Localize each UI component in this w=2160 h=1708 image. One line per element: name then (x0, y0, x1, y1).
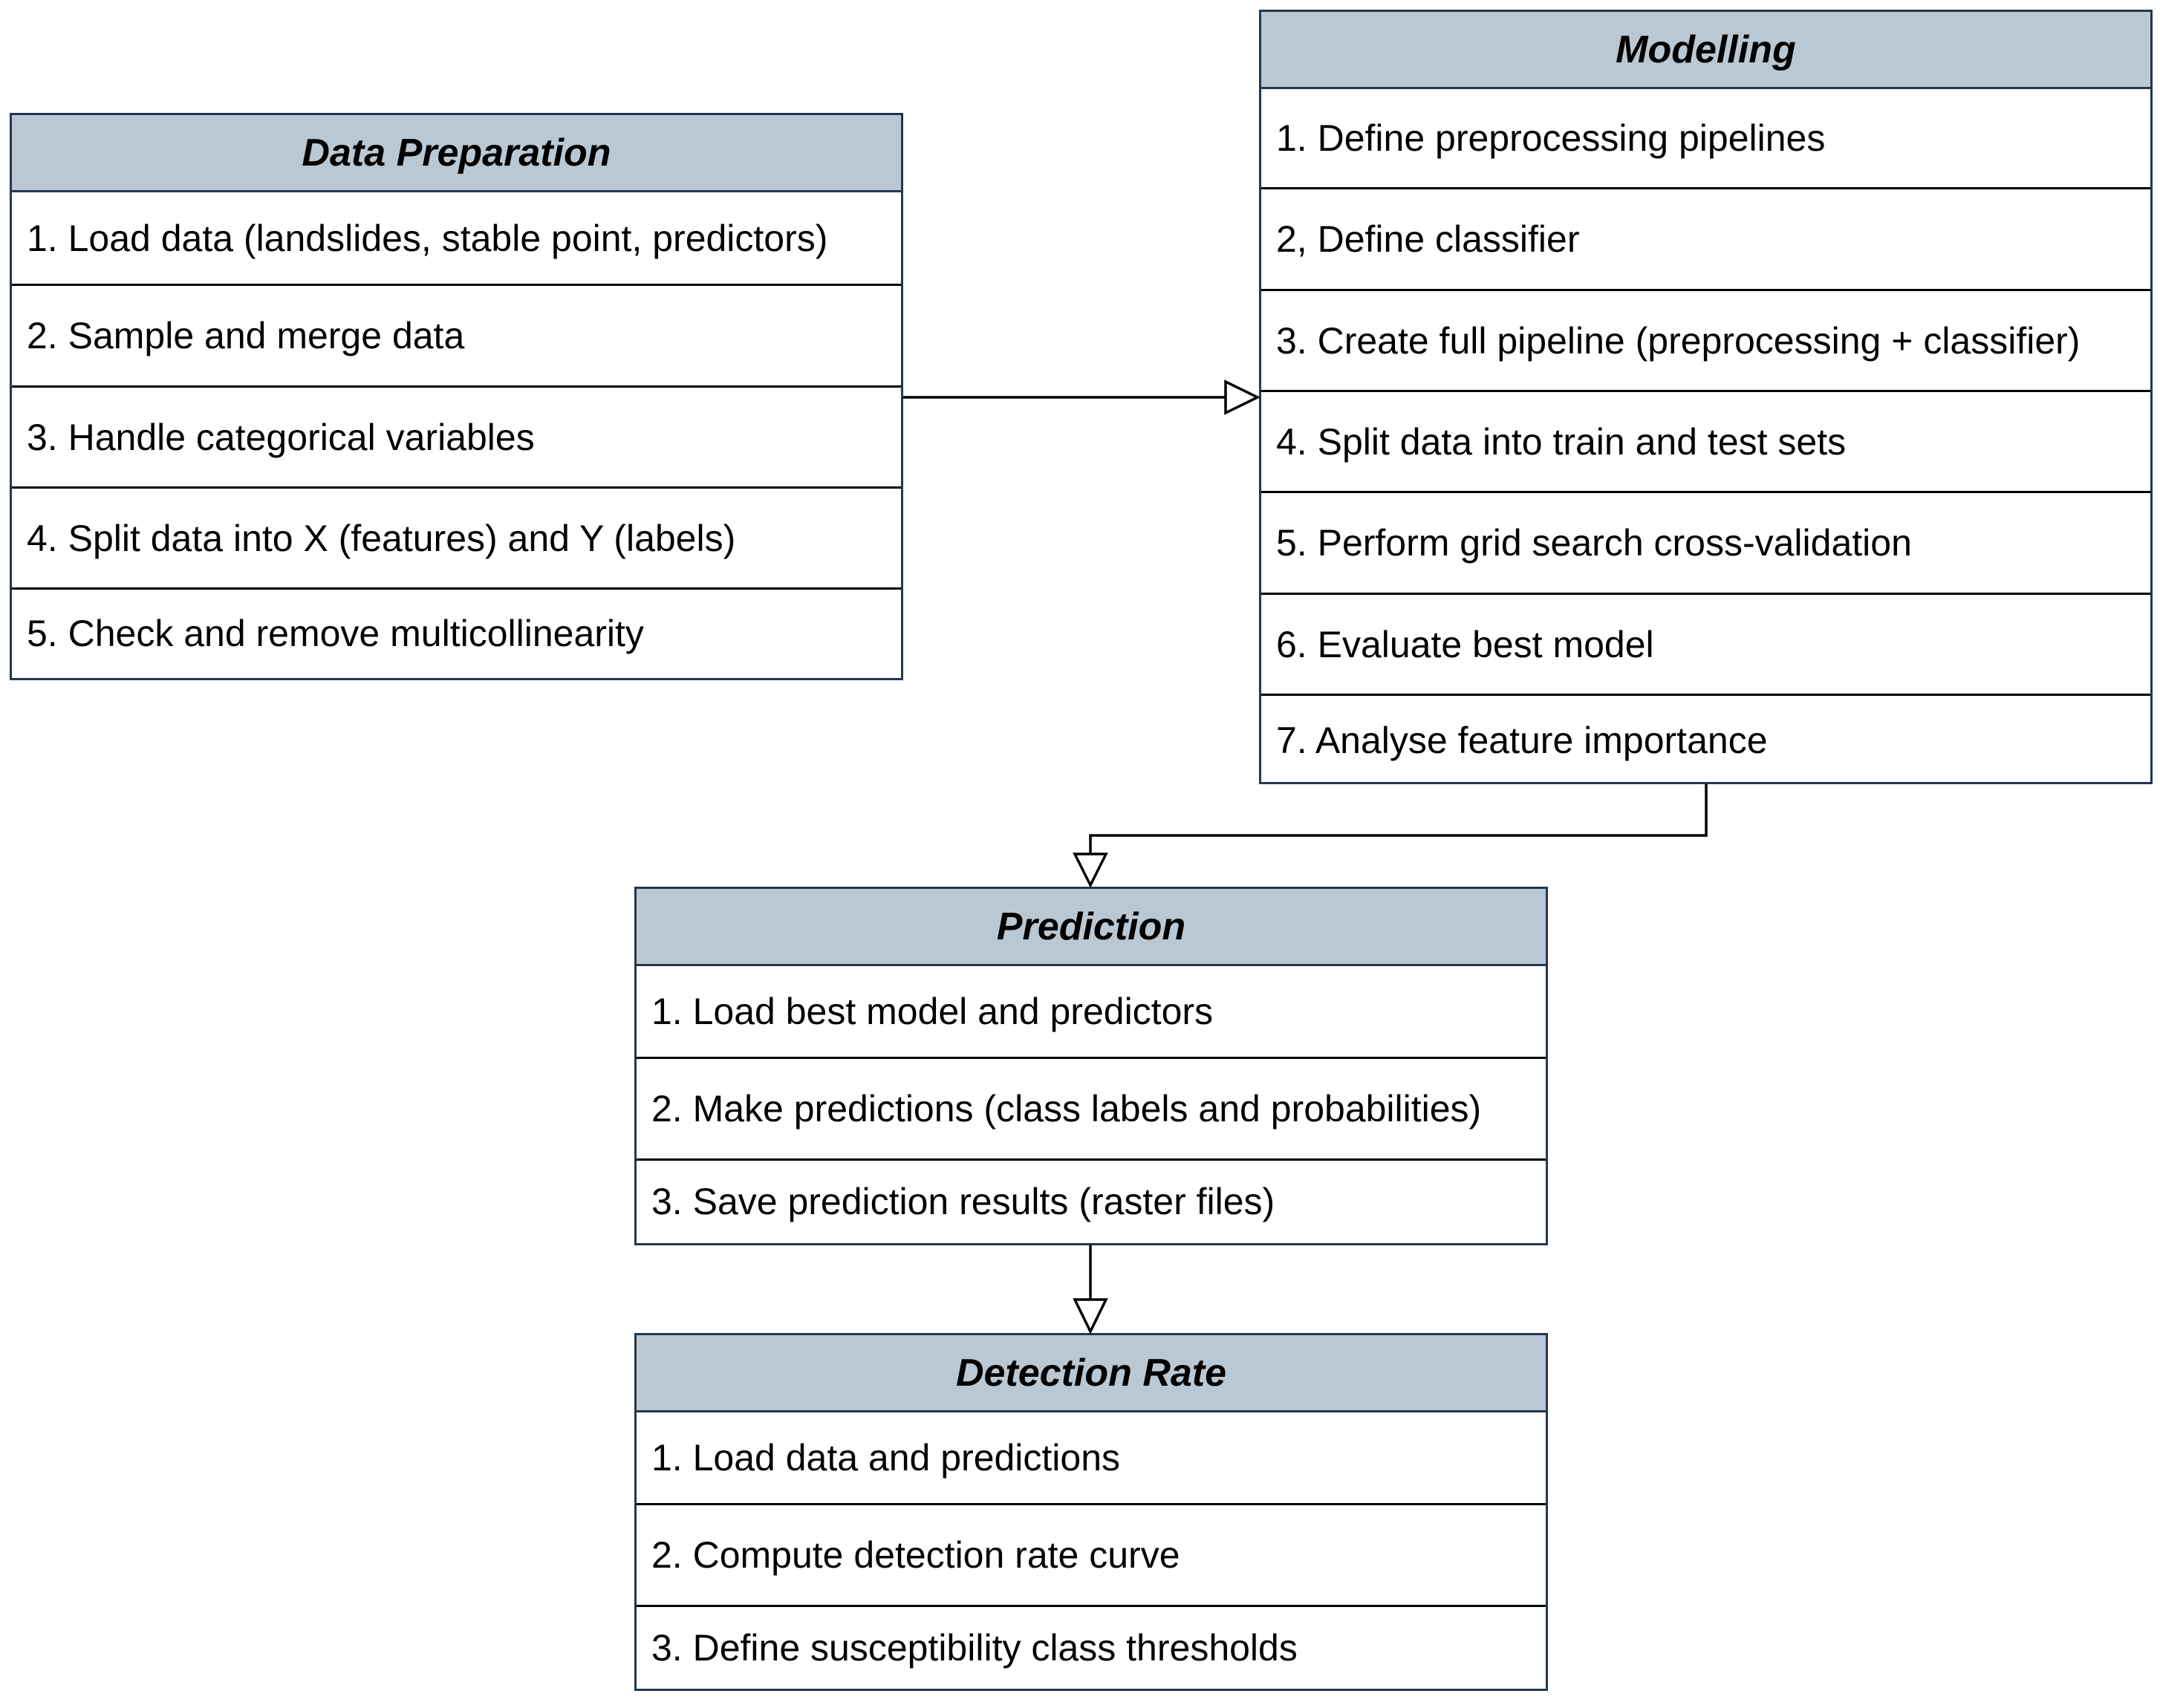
prediction-title: Prediction (637, 889, 1546, 966)
data-preparation-step-2: 2. Sample and merge data (12, 284, 901, 385)
hollow-arrowhead-icon (1073, 1298, 1108, 1334)
modelling-title: Modelling (1261, 12, 2150, 89)
data-preparation-box: Data Preparation 1. Load data (landslide… (10, 113, 903, 680)
prediction-box: Prediction 1. Load best model and predic… (634, 887, 1548, 1245)
data-preparation-title: Data Preparation (12, 115, 901, 192)
prediction-step-3: 3. Save prediction results (raster files… (637, 1158, 1546, 1242)
prediction-step-1: 1. Load best model and predictors (651, 991, 1214, 1032)
modelling-step-7: 7. Analyse feature importance (1261, 694, 2150, 784)
data-preparation-step-3: 3. Handle categorical variables (12, 385, 901, 486)
detection-rate-step-1: 1. Load data and predictions (651, 1437, 1121, 1479)
modelling-step-1: 1. Define preprocessing pipelines (1276, 117, 1826, 159)
prediction-step-2: 2. Make predictions (class labels and pr… (637, 1057, 1546, 1158)
modelling-step-3: 3. Create full pipeline (preprocessing +… (1261, 289, 2150, 390)
arrow-data-preparation-to-modelling (903, 379, 1260, 415)
connector-line (1089, 784, 1708, 854)
detection-rate-step-3: 3. Define susceptibility class threshold… (637, 1605, 1546, 1688)
hollow-arrowhead-icon (1073, 853, 1108, 888)
data-preparation-step-5: 5. Check and remove multicollinearity (12, 587, 901, 677)
detection-rate-box: Detection Rate 1. Load data and predicti… (634, 1333, 1548, 1691)
modelling-step-5: 5. Perform grid search cross-validation (1261, 491, 2150, 593)
arrow-modelling-to-prediction (1073, 784, 1708, 888)
modelling-step-4: 4. Split data into train and test sets (1261, 390, 2150, 491)
data-preparation-step-1: 1. Load data (landslides, stable point, … (27, 217, 828, 259)
modelling-step-2: 2, Define classifier (1261, 187, 2150, 289)
arrow-prediction-to-detection-rate (1073, 1245, 1108, 1334)
modelling-box: Modelling 1. Define preprocessing pipeli… (1259, 10, 2153, 784)
hollow-arrowhead-icon (1224, 379, 1260, 415)
detection-rate-title: Detection Rate (637, 1335, 1546, 1412)
data-preparation-step-4: 4. Split data into X (features) and Y (l… (12, 486, 901, 587)
detection-rate-step-2: 2. Compute detection rate curve (637, 1503, 1546, 1605)
modelling-step-6: 6. Evaluate best model (1261, 593, 2150, 694)
